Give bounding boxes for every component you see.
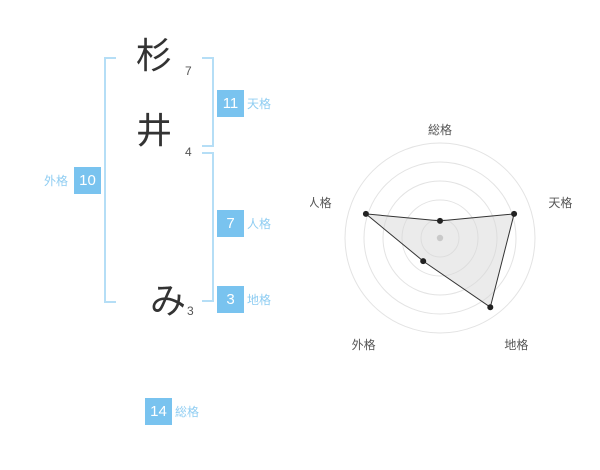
- radar-axis-label: 総格: [428, 122, 452, 137]
- radar-chart-area: 総格天格地格 外格 人格: [308, 118, 580, 358]
- tenkaku-value-badge: 11: [217, 90, 244, 117]
- jinkaku-value-badge: 7: [217, 210, 244, 237]
- stroke-count-3: 3: [187, 304, 194, 318]
- name-char-1: 杉: [136, 35, 173, 76]
- chikaku-label: 地格: [247, 293, 272, 307]
- soukaku-value-badge: 14: [145, 398, 172, 425]
- radar-point: [437, 217, 443, 224]
- radar-point: [420, 258, 427, 265]
- radar-center-dot: [436, 234, 444, 242]
- radar-point: [487, 304, 494, 311]
- radar-point: [362, 210, 369, 217]
- chikaku-value-badge: 3: [217, 286, 244, 313]
- radar-axis-label: 天格: [548, 195, 572, 210]
- soukaku-label: 総格: [175, 405, 200, 419]
- radar-axis-label: 地格: [504, 337, 528, 352]
- radar-axis-label: 外格: [352, 337, 376, 352]
- radar-axis-label: 人格: [310, 195, 332, 210]
- radar-polygon: [364, 213, 515, 309]
- tenkaku-label: 天格: [247, 97, 272, 111]
- gaikaku-bracket: [104, 57, 116, 303]
- stroke-count-2: 4: [185, 145, 192, 159]
- jinkaku-label: 人格: [247, 217, 272, 231]
- name-char-2: 井: [136, 110, 173, 151]
- gaikaku-value-badge: 10: [74, 167, 101, 194]
- name-char-3: み: [150, 280, 187, 321]
- jinkaku-bracket: [202, 152, 214, 302]
- gaikaku-label: 外格: [44, 174, 69, 188]
- stroke-count-1: 7: [185, 64, 192, 78]
- radar-point: [511, 210, 518, 217]
- tenkaku-bracket: [202, 57, 214, 147]
